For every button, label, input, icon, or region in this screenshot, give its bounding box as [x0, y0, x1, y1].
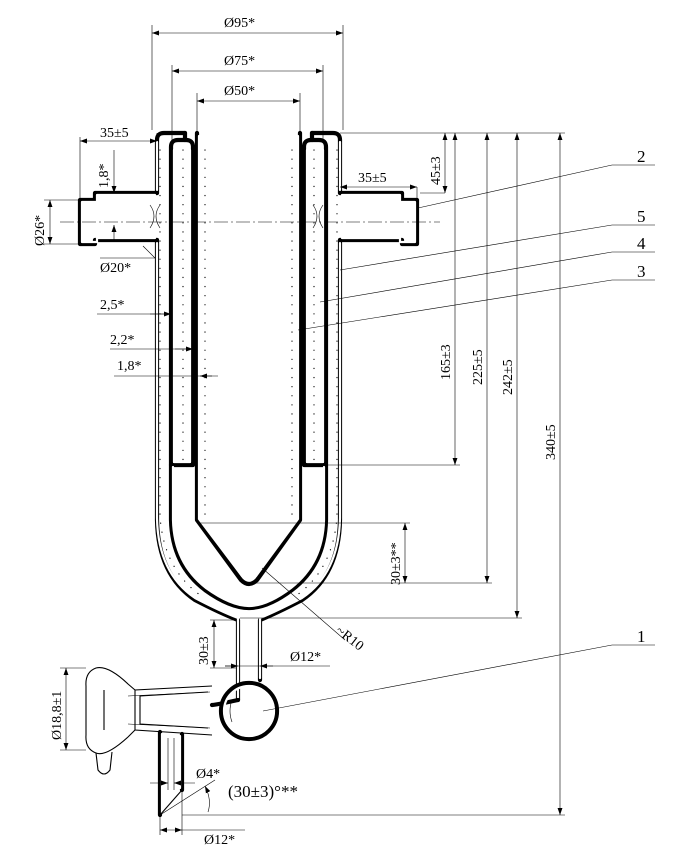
dim-t18a: 1,8* — [97, 164, 112, 189]
dim-d50: Ø50* — [224, 84, 255, 99]
dim-h30a: 30±3 — [197, 636, 212, 665]
dim-h225: 225±5 — [471, 349, 486, 385]
leader-number-5: 5 — [637, 207, 646, 226]
dim-t22: 2,2* — [110, 333, 135, 348]
dim-h242: 242±5 — [501, 359, 516, 395]
part-number-labels: 2 5 4 3 1 — [637, 147, 646, 646]
dim-d4: Ø4* — [196, 767, 220, 782]
dim-d12a: Ø12* — [290, 650, 321, 665]
dimension-lines — [44, 25, 655, 835]
leader-number-2: 2 — [637, 147, 646, 166]
dim-h340: 340±5 — [544, 424, 559, 460]
dim-d95: Ø95* — [224, 16, 255, 31]
vessel-body — [60, 130, 440, 703]
dimension-labels: Ø95* Ø75* Ø50* 35±5 35±5 45±3 1,8* Ø26* … — [33, 16, 559, 848]
dim-h165: 165±3 — [439, 344, 454, 380]
dim-d188: Ø18,8±1 — [50, 691, 65, 740]
dim-d12b: Ø12* — [204, 833, 235, 848]
leader-number-4: 4 — [637, 234, 646, 253]
dim-h45: 45±3 — [429, 156, 444, 185]
dim-d20: Ø20* — [100, 261, 131, 276]
dim-d26: Ø26* — [33, 215, 48, 246]
dim-r10: ~R10 — [333, 623, 367, 654]
dim-t25: 2,5* — [100, 298, 125, 313]
dim-h30b: 30±3** — [389, 542, 404, 585]
stopcock — [85, 667, 280, 818]
dim-right-35: 35±5 — [358, 171, 387, 186]
dim-angle: (30±3)°** — [228, 782, 298, 801]
leader-number-3: 3 — [637, 262, 646, 281]
dim-d75: Ø75* — [224, 54, 255, 69]
dim-left-35: 35±5 — [100, 126, 129, 141]
dim-t18b: 1,8* — [117, 359, 142, 374]
leader-number-1: 1 — [637, 627, 646, 646]
